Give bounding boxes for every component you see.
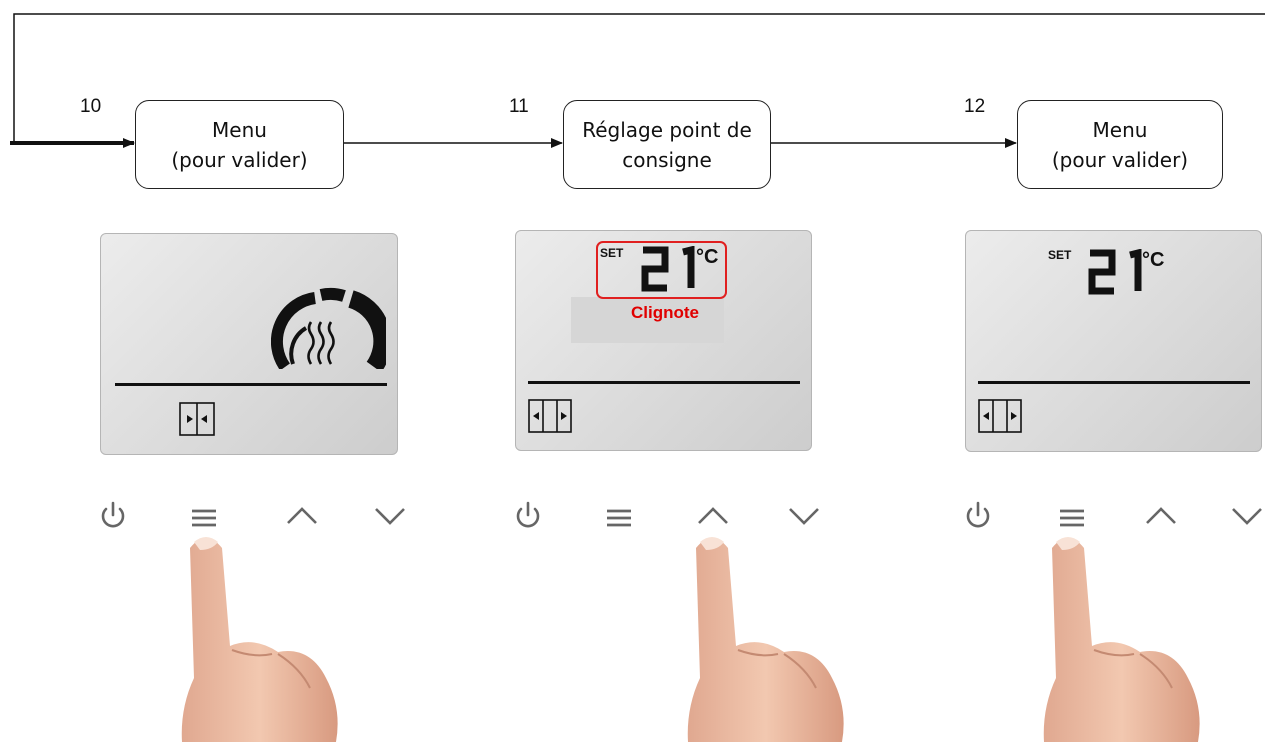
power-icon	[516, 501, 540, 528]
power-button[interactable]	[510, 498, 546, 534]
set-label: SET	[1048, 248, 1072, 262]
window-outward-arrows-icon	[528, 399, 572, 433]
up-button[interactable]	[1143, 498, 1179, 534]
step-box-menu-validate-2: Menu (pour valider)	[1017, 100, 1223, 189]
menu-icon	[1060, 509, 1084, 527]
pointing-hand-icon	[1043, 537, 1200, 742]
down-button[interactable]	[1229, 498, 1265, 534]
menu-icon	[192, 509, 216, 527]
lcd-separator-line	[115, 383, 387, 386]
blink-label: Clignote	[631, 303, 699, 322]
temperature-digits	[1088, 249, 1142, 295]
step-number-10: 10	[80, 96, 102, 117]
power-icon	[101, 501, 125, 528]
lcd-separator-line	[978, 381, 1250, 384]
power-icon	[966, 501, 990, 528]
up-button[interactable]	[695, 498, 731, 534]
window-inward-arrows-icon	[179, 402, 215, 436]
step-number-11: 11	[509, 96, 529, 117]
step-number-12: 12	[964, 96, 986, 117]
up-chevron-icon	[698, 507, 728, 524]
down-chevron-icon	[789, 508, 819, 525]
lcd-display-2: SET 21 °C Clignote	[515, 230, 812, 451]
power-button[interactable]	[95, 498, 131, 534]
lcd-display-3: SET 21 °C	[965, 230, 1262, 452]
menu-icon	[607, 509, 631, 527]
setpoint-blink-frame	[596, 241, 727, 299]
down-button[interactable]	[786, 498, 822, 534]
menu-button[interactable]	[1054, 500, 1090, 536]
window-outward-arrows-icon	[978, 399, 1022, 433]
menu-button[interactable]	[186, 500, 222, 536]
step-box-menu-validate: Menu (pour valider)	[135, 100, 344, 189]
pointing-hand-icon	[687, 537, 844, 742]
temperature-unit: °C	[1142, 249, 1165, 271]
down-button[interactable]	[372, 498, 408, 534]
up-chevron-icon	[287, 507, 317, 524]
temperature-digits	[641, 246, 695, 292]
menu-button[interactable]	[601, 500, 637, 536]
loop-back-line	[13, 13, 1265, 143]
up-chevron-icon	[1146, 507, 1176, 524]
set-label: SET	[600, 246, 624, 260]
down-chevron-icon	[375, 508, 405, 525]
pointing-hand-icon	[181, 537, 338, 742]
step-box-setpoint-adjust: Réglage point de consigne	[563, 100, 771, 189]
lcd-separator-line	[528, 381, 800, 384]
blink-highlight-strip	[571, 297, 724, 343]
power-button[interactable]	[960, 498, 996, 534]
heating-dial-icon	[271, 287, 386, 369]
up-button[interactable]	[284, 498, 320, 534]
lcd-display-1	[100, 233, 398, 455]
down-chevron-icon	[1232, 508, 1262, 525]
temperature-unit: °C	[696, 246, 719, 268]
